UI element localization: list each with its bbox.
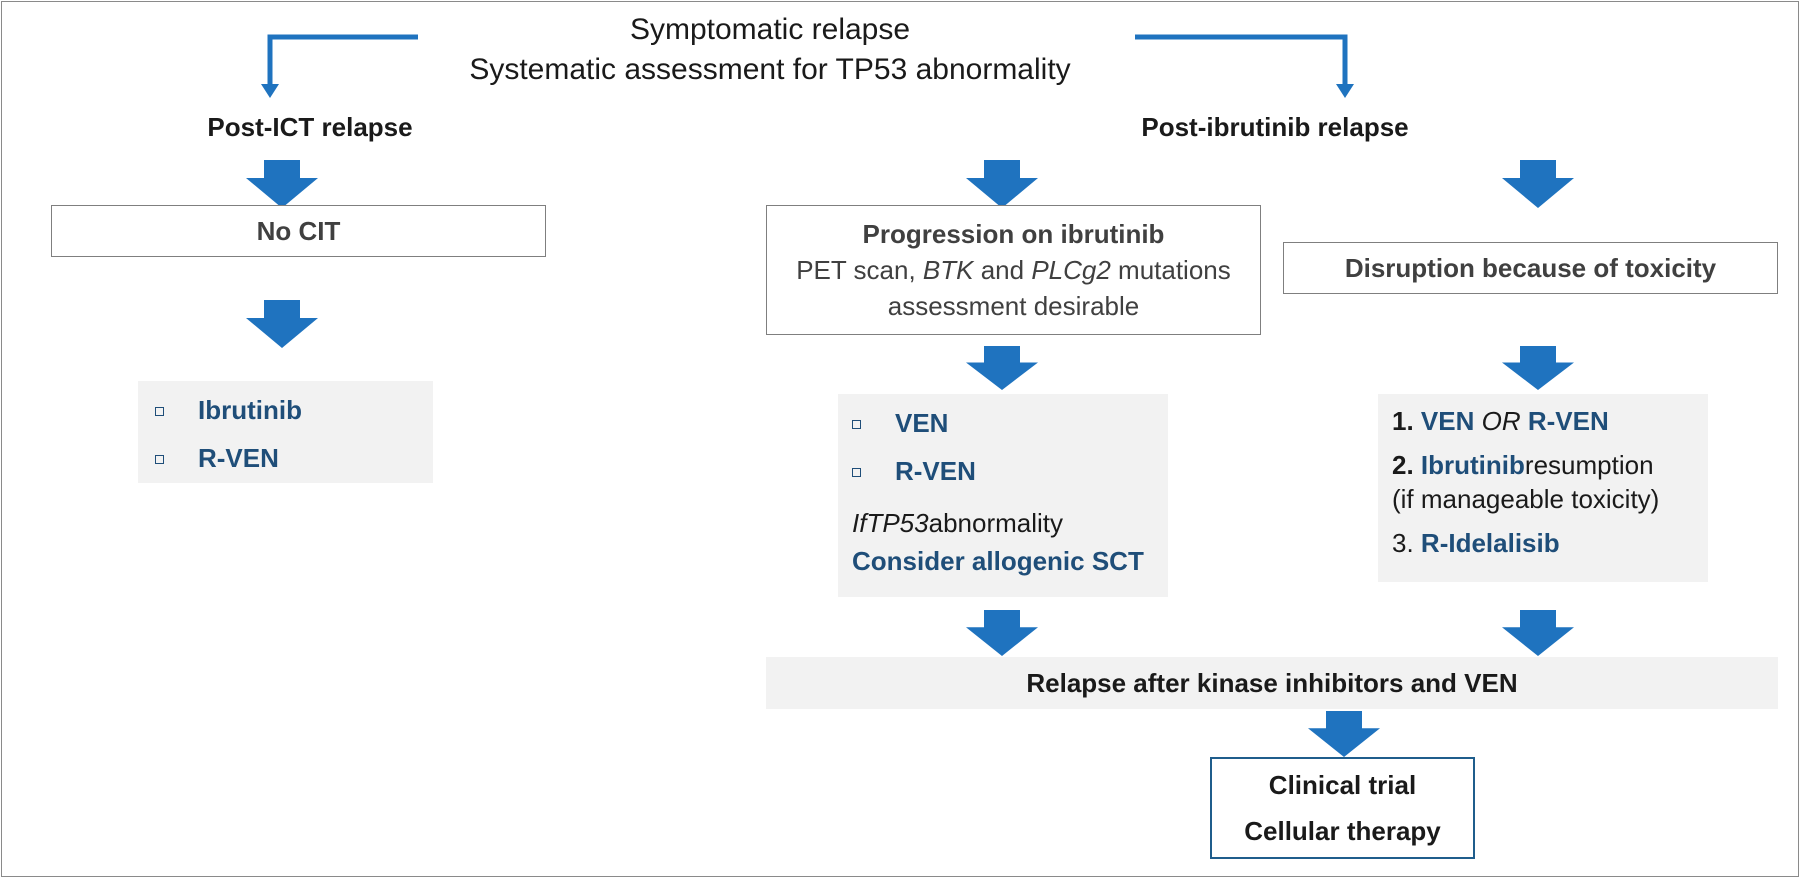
down-arrow-icon [246, 300, 318, 348]
toxicity-options: 1. VEN OR R-VEN 2. Ibrutinib resumption … [1378, 394, 1708, 582]
list-item: 3. R-Idelalisib [1392, 528, 1560, 558]
progression-line2: PET scan, BTK and PLCg2 mutations [796, 255, 1231, 285]
list-item-note: (if manageable toxicity) [1392, 484, 1660, 514]
relapse-label: Relapse after kinase inhibitors and VEN [1026, 668, 1518, 698]
progression-options: VEN R-VEN If TP53 abnormality Consider a… [838, 394, 1168, 597]
no-cit-label: No CIT [256, 216, 341, 246]
checkbox-bullet-icon [852, 419, 861, 429]
list-item: VEN [852, 406, 1168, 440]
checkbox-bullet-icon [155, 454, 164, 464]
list-item: R-VEN [852, 454, 1168, 488]
checkbox-bullet-icon [155, 406, 164, 416]
list-item: Ibrutinib [155, 393, 433, 427]
list-item: 1. VEN OR R-VEN [1392, 406, 1609, 436]
post-ict-title: Post-ICT relapse [207, 112, 413, 142]
no-cit-box: No CIT [51, 205, 546, 257]
option-label: VEN [895, 408, 949, 438]
checkbox-bullet-icon [852, 467, 861, 477]
down-arrow-icon [1502, 610, 1574, 656]
toxicity-box: Disruption because of toxicity [1283, 242, 1778, 294]
progression-line3: assessment desirable [887, 291, 1140, 321]
right-connector-head [1336, 84, 1354, 98]
down-arrow-icon [1502, 160, 1574, 208]
clinical-trial-label: Clinical trial [1268, 770, 1417, 800]
option-label: R-VEN [895, 456, 976, 486]
toxicity-title: Disruption because of toxicity [1344, 253, 1717, 283]
header: Symptomatic relapse Systematic assessmen… [400, 10, 1140, 90]
list-item: 2. Ibrutinib resumption [1392, 450, 1654, 480]
down-arrow-icon [1308, 711, 1380, 757]
header-line2: Systematic assessment for TP53 abnormali… [469, 53, 1071, 86]
tp53-note: If TP53 abnormality [852, 508, 1064, 538]
down-arrow-icon [1502, 346, 1574, 390]
cellular-therapy-label: Cellular therapy [1244, 816, 1441, 846]
progression-box: Progression on ibrutinib PET scan, BTK a… [766, 205, 1261, 335]
list-item: R-VEN [155, 441, 433, 475]
progression-title: Progression on ibrutinib [862, 219, 1165, 249]
down-arrow-icon [966, 610, 1038, 656]
down-arrow-icon [246, 160, 318, 208]
header-line1: Symptomatic relapse [629, 13, 911, 46]
down-arrow-icon [966, 160, 1038, 208]
left-connector-head [261, 84, 279, 98]
down-arrow-icon [966, 346, 1038, 390]
right-connector [1135, 34, 1348, 88]
left-connector [267, 34, 418, 88]
option-label: R-VEN [198, 443, 279, 473]
allogenic-sct-note: Consider allogenic SCT [852, 546, 1144, 576]
post-ibrutinib-title: Post-ibrutinib relapse [1141, 112, 1409, 142]
relapse-bar: Relapse after kinase inhibitors and VEN [766, 657, 1778, 709]
option-label: Ibrutinib [198, 395, 302, 425]
final-box: Clinical trial Cellular therapy [1210, 757, 1475, 859]
post-ict-options: Ibrutinib R-VEN [138, 381, 433, 483]
